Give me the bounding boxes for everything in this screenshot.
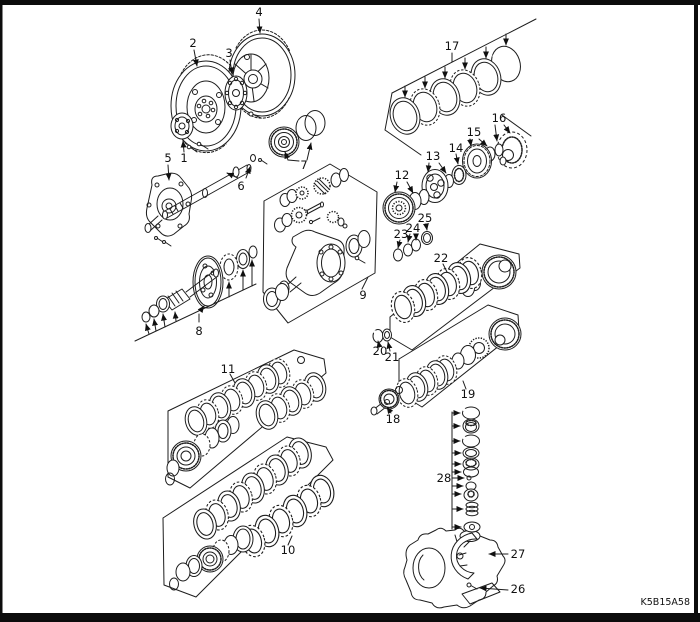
callout-21: 21 (385, 350, 400, 364)
callout-4: 4 (255, 5, 262, 19)
callout-17: 17 (445, 39, 460, 53)
callout-20: 20 (373, 344, 388, 358)
callout-24: 24 (406, 221, 421, 235)
callout-8: 8 (195, 324, 202, 338)
callout-10: 10 (281, 543, 296, 557)
callout-2: 2 (189, 36, 196, 50)
callout-25: 25 (418, 211, 433, 225)
bolt-torque-converter (248, 111, 262, 119)
part-final-drive-set (134, 245, 258, 342)
callout-16: 16 (492, 111, 507, 125)
part-converter-hub-rings (268, 110, 326, 162)
callout-labels: 1 2 3 4 5 6 7 8 9 10 11 12 13 14 15 16 1… (164, 5, 525, 596)
callout-23: 23 (394, 227, 409, 241)
part-washers-20-21 (372, 328, 392, 343)
part-bolt-26 (466, 582, 478, 590)
part-clutch-pack-19 (392, 304, 522, 411)
callout-22: 22 (434, 251, 449, 265)
callout-1: 1 (180, 151, 187, 165)
callout-13: 13 (426, 149, 441, 163)
callout-3: 3 (225, 46, 232, 60)
callout-9: 9 (359, 288, 366, 302)
callout-12: 12 (395, 168, 410, 182)
callout-11: 11 (221, 362, 236, 376)
callout-7: 7 (300, 158, 307, 172)
part-input-shaft (162, 154, 268, 220)
part-output-gear-18 (370, 386, 403, 416)
part-clutch-pack-10 (162, 434, 338, 598)
callout-18: 18 (386, 412, 401, 426)
part-servo-stack-28 (451, 406, 481, 533)
callout-5: 5 (164, 151, 171, 165)
part-brake-band-27 (450, 532, 478, 580)
callout-26: 26 (511, 582, 526, 596)
callout-19: 19 (461, 387, 476, 401)
callout-6: 6 (237, 179, 244, 193)
part-crankshaft-adapter (170, 112, 198, 153)
part-clutch-pack-22 (387, 243, 521, 351)
callout-14: 14 (449, 141, 464, 155)
callout-28: 28 (437, 471, 452, 485)
drawing-code: K5B15A58 (641, 597, 690, 608)
callout-15: 15 (467, 125, 482, 139)
part-clutch-pack-11 (165, 349, 330, 489)
part-clutch-disc-set-17 (384, 18, 537, 156)
part-small-seal-rings (393, 231, 433, 262)
part-differential-assembly (262, 163, 378, 324)
callout-27: 27 (511, 547, 526, 561)
part-drive-plate (224, 75, 248, 111)
